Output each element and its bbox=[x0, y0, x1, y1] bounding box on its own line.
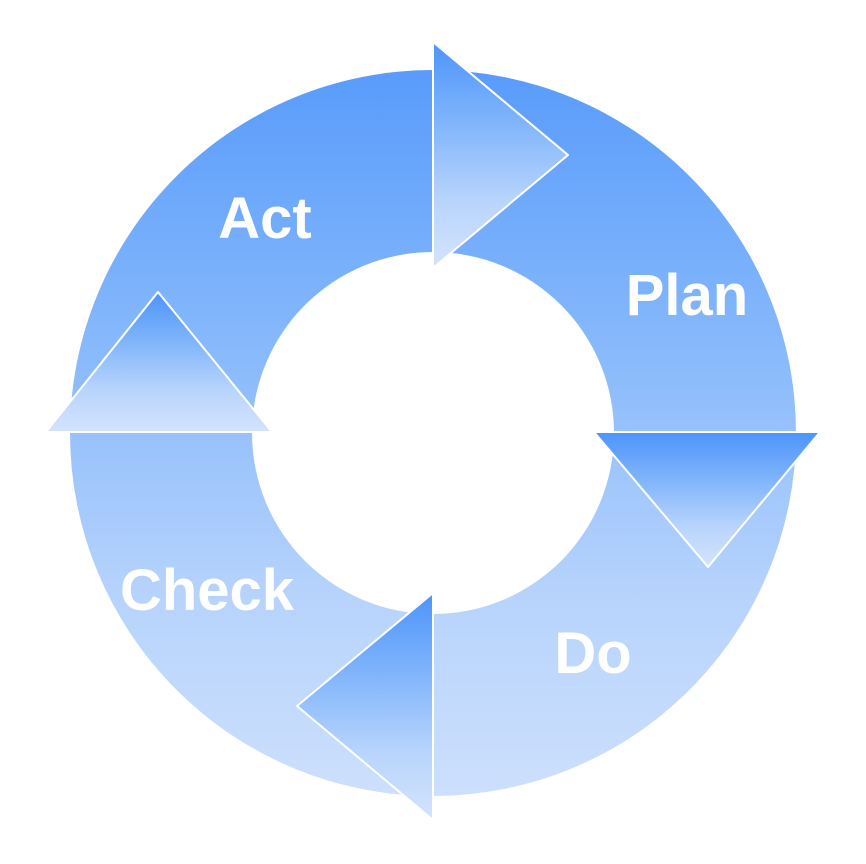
stage-label-plan: Plan bbox=[626, 263, 749, 328]
arrow-head-left-up-icon bbox=[45, 291, 273, 433]
arrow-head-top-right-icon bbox=[432, 41, 569, 269]
stage-label-do: Do bbox=[554, 621, 631, 686]
cycle-arrowheads bbox=[45, 41, 821, 821]
arrow-head-right-down-icon bbox=[593, 431, 821, 568]
stage-label-act: Act bbox=[218, 186, 311, 251]
cycle-stage-labels: Plan Do Check Act bbox=[120, 186, 748, 686]
stage-label-check: Check bbox=[120, 558, 295, 623]
arrow-head-bottom-left-icon bbox=[296, 592, 434, 821]
